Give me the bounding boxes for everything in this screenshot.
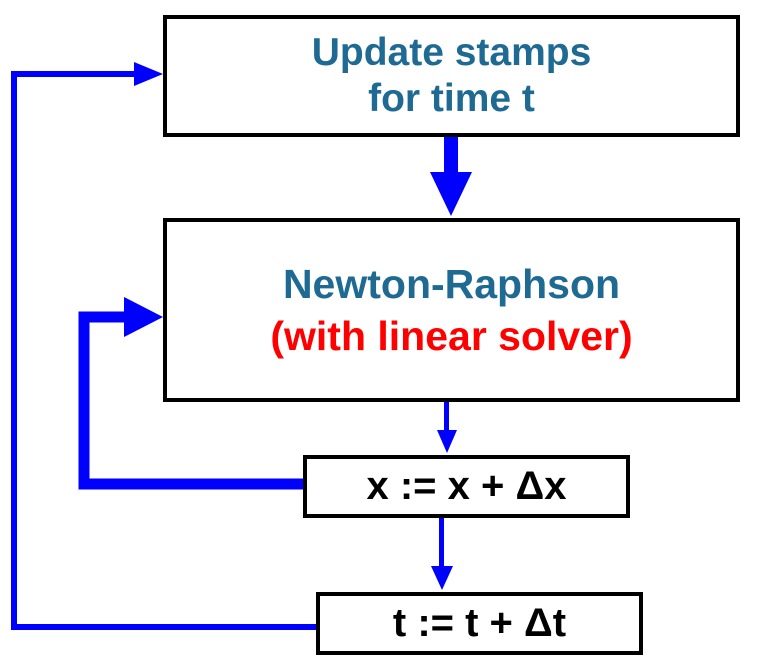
x-update-box: x := x + Δx: [303, 455, 630, 518]
arrow-x-to-t-shaft: [439, 518, 444, 568]
arrow-down-icon: [437, 430, 457, 453]
newton-raphson-box: Newton-Raphson (with linear solver): [163, 218, 740, 402]
t-update-box: t := t + Δt: [316, 592, 643, 655]
arrow-down-icon: [431, 566, 453, 590]
inner-loop-line: [78, 311, 303, 490]
t-update-label: t := t + Δt: [392, 601, 567, 645]
update-stamps-line1: Update stamps: [311, 31, 592, 74]
x-update-label: x := x + Δx: [366, 464, 567, 508]
update-stamps-line2: for time t: [368, 77, 535, 120]
arrow-newton-to-x-shaft: [444, 402, 449, 432]
arrow-right-icon: [134, 62, 163, 86]
arrow-update-to-newton-shaft: [444, 137, 458, 175]
arrow-right-icon: [124, 297, 163, 337]
update-stamps-box: Update stamps for time t: [163, 15, 740, 137]
newton-raphson-title: Newton-Raphson: [282, 261, 621, 307]
linear-solver-subtitle: (with linear solver): [270, 313, 633, 359]
arrow-down-icon: [430, 172, 472, 216]
outer-loop-line: [11, 71, 316, 630]
